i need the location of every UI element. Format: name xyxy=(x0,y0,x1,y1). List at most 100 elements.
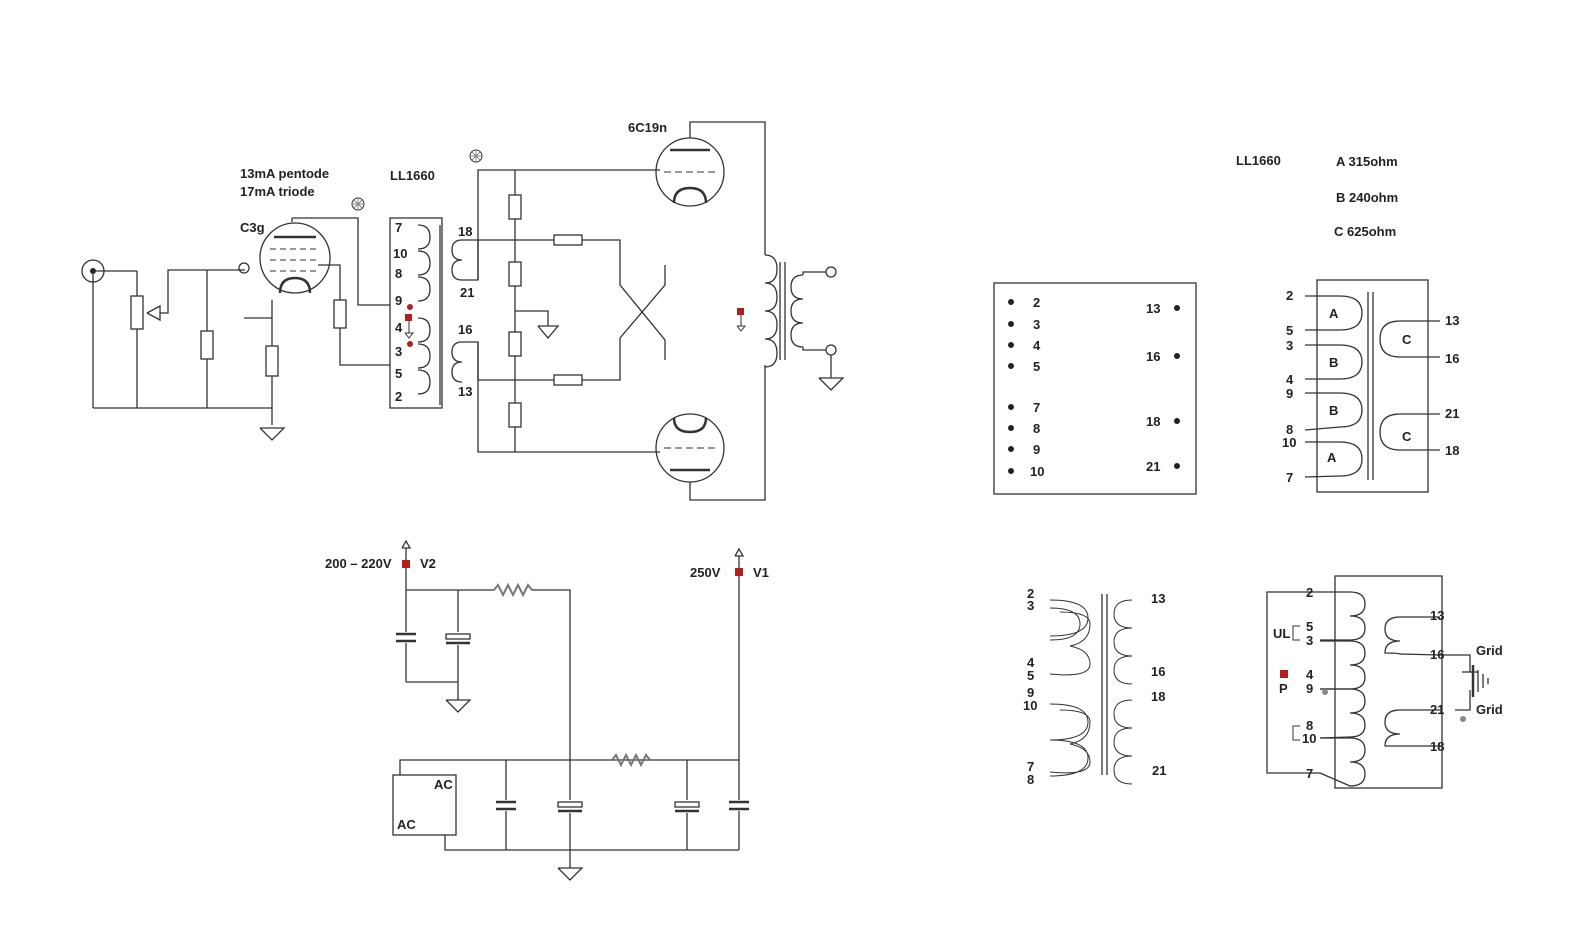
connection-diagram: UL P 2 5 3 4 9 8 10 7 13 16 21 18 Grid G… xyxy=(1266,575,1503,789)
conn-pin-2: 2 xyxy=(1306,585,1313,600)
winding-b-spec: B 240ohm xyxy=(1336,190,1398,205)
series-pin-9: 9 xyxy=(1027,685,1034,700)
conn-pin-16: 16 xyxy=(1430,647,1444,662)
power-supply: 200 – 220V V2 250V V1 AC AC xyxy=(325,539,769,881)
series-pin-8: 8 xyxy=(1027,772,1034,787)
winding-pin-3: 3 xyxy=(1286,338,1293,353)
winding-a-spec: A 315ohm xyxy=(1336,154,1398,169)
conn-pin-9: 9 xyxy=(1306,681,1313,696)
pin-5: 5 xyxy=(395,366,402,381)
pin-9: 9 xyxy=(395,293,402,308)
box-pin-18: 18 xyxy=(1146,414,1160,429)
winding-letter-c2: C xyxy=(1402,429,1412,444)
conn-pin-3: 3 xyxy=(1306,633,1313,648)
input-jack xyxy=(81,259,105,408)
pin-10: 10 xyxy=(393,246,407,261)
box-pin-8: 8 xyxy=(1033,421,1040,436)
grid-resistor xyxy=(200,270,214,408)
v1-label: V1 xyxy=(753,565,769,580)
winding-c-spec: C 625ohm xyxy=(1334,224,1396,239)
asterisk-icon-2 xyxy=(469,149,483,163)
v2-voltage: 200 – 220V xyxy=(325,556,392,571)
interstage-transformer: LL1660 7 10 8 9 4 3 5 2 18 21 16 13 xyxy=(389,168,474,409)
box-pin-2: 2 xyxy=(1033,295,1040,310)
series-pin-16: 16 xyxy=(1151,664,1165,679)
winding-pin-18: 18 xyxy=(1445,443,1459,458)
winding-pin-8: 8 xyxy=(1286,422,1293,437)
box-pin-16: 16 xyxy=(1146,349,1160,364)
pinout-box: 2 3 4 5 7 8 9 10 13 16 18 21 xyxy=(993,282,1197,495)
pin-2: 2 xyxy=(395,389,402,404)
asterisk-icon xyxy=(351,197,365,211)
ac-label-top: AC xyxy=(434,777,453,792)
conn-ul-label: UL xyxy=(1273,626,1290,641)
pin-13: 13 xyxy=(458,384,472,399)
box-pin-7: 7 xyxy=(1033,400,1040,415)
output-tube-top xyxy=(655,137,725,207)
pentode-tube xyxy=(238,218,331,294)
winding-pin-10: 10 xyxy=(1282,435,1296,450)
winding-pin-13: 13 xyxy=(1445,313,1459,328)
winding-pin-16: 16 xyxy=(1445,351,1459,366)
winding-diagram: LL1660 A 315ohm B 240ohm C 625ohm 2 5 3 … xyxy=(1236,153,1459,493)
series-pin-7: 7 xyxy=(1027,759,1034,774)
winding-letter-a2: A xyxy=(1327,450,1337,465)
conn-pin-13: 13 xyxy=(1430,608,1444,623)
bias-text-pentode: 13mA pentode xyxy=(240,166,329,181)
pin-16: 16 xyxy=(458,322,472,337)
box-pin-3: 3 xyxy=(1033,317,1040,332)
winding-letter-a1: A xyxy=(1329,306,1339,321)
conn-pin-7: 7 xyxy=(1306,766,1313,781)
winding-letter-b2: B xyxy=(1329,403,1338,418)
winding-pin-21: 21 xyxy=(1445,406,1459,421)
bias-text-triode: 17mA triode xyxy=(240,184,315,199)
amplifier-schematic: C3g 13mA pentode 17mA triode LL1660 7 10… xyxy=(81,120,845,501)
winding-letter-b1: B xyxy=(1329,355,1338,370)
pin-4: 4 xyxy=(395,320,403,335)
box-pin-10: 10 xyxy=(1030,464,1044,479)
conn-pin-10: 10 xyxy=(1302,731,1316,746)
series-pin-5: 5 xyxy=(1027,668,1034,683)
series-diagram: 2 3 4 5 9 10 7 8 13 16 18 21 xyxy=(1023,586,1166,787)
series-pin-3: 3 xyxy=(1027,598,1034,613)
v2-label: V2 xyxy=(420,556,436,571)
output-transformer xyxy=(736,254,845,391)
series-pin-10: 10 xyxy=(1023,698,1037,713)
box-pin-5: 5 xyxy=(1033,359,1040,374)
conn-pin-18: 18 xyxy=(1430,739,1444,754)
ground-symbol xyxy=(259,427,286,441)
conn-grid-label-2: Grid xyxy=(1476,702,1503,717)
conn-p-label: P xyxy=(1279,681,1288,696)
winding-pin-5: 5 xyxy=(1286,323,1293,338)
series-pin-18: 18 xyxy=(1151,689,1165,704)
winding-pin-2: 2 xyxy=(1286,288,1293,303)
winding-part-label: LL1660 xyxy=(1236,153,1281,168)
winding-pin-7: 7 xyxy=(1286,470,1293,485)
pin-7: 7 xyxy=(395,220,402,235)
box-pin-9: 9 xyxy=(1033,442,1040,457)
volume-potentiometer xyxy=(93,269,245,408)
conn-pin-4: 4 xyxy=(1306,667,1314,682)
winding-letter-c1: C xyxy=(1402,332,1412,347)
series-pin-21: 21 xyxy=(1152,763,1166,778)
series-pin-2: 2 xyxy=(1027,586,1034,601)
pin-18: 18 xyxy=(458,224,472,239)
winding-pin-4: 4 xyxy=(1286,372,1294,387)
series-pin-4: 4 xyxy=(1027,655,1035,670)
box-pin-21: 21 xyxy=(1146,459,1160,474)
output-tube-bottom xyxy=(655,413,725,483)
input-tube-label: C3g xyxy=(240,220,265,235)
series-pin-13: 13 xyxy=(1151,591,1165,606)
conn-grid-label-1: Grid xyxy=(1476,643,1503,658)
pin-3: 3 xyxy=(395,344,402,359)
conn-pin-8: 8 xyxy=(1306,718,1313,733)
cathode-resistor xyxy=(244,300,279,425)
box-pin-4: 4 xyxy=(1033,338,1041,353)
output-tube-label: 6C19n xyxy=(628,120,667,135)
conn-pin-5: 5 xyxy=(1306,619,1313,634)
conn-pin-21: 21 xyxy=(1430,702,1444,717)
pin-21: 21 xyxy=(460,285,474,300)
box-pin-13: 13 xyxy=(1146,301,1160,316)
v1-voltage: 250V xyxy=(690,565,721,580)
